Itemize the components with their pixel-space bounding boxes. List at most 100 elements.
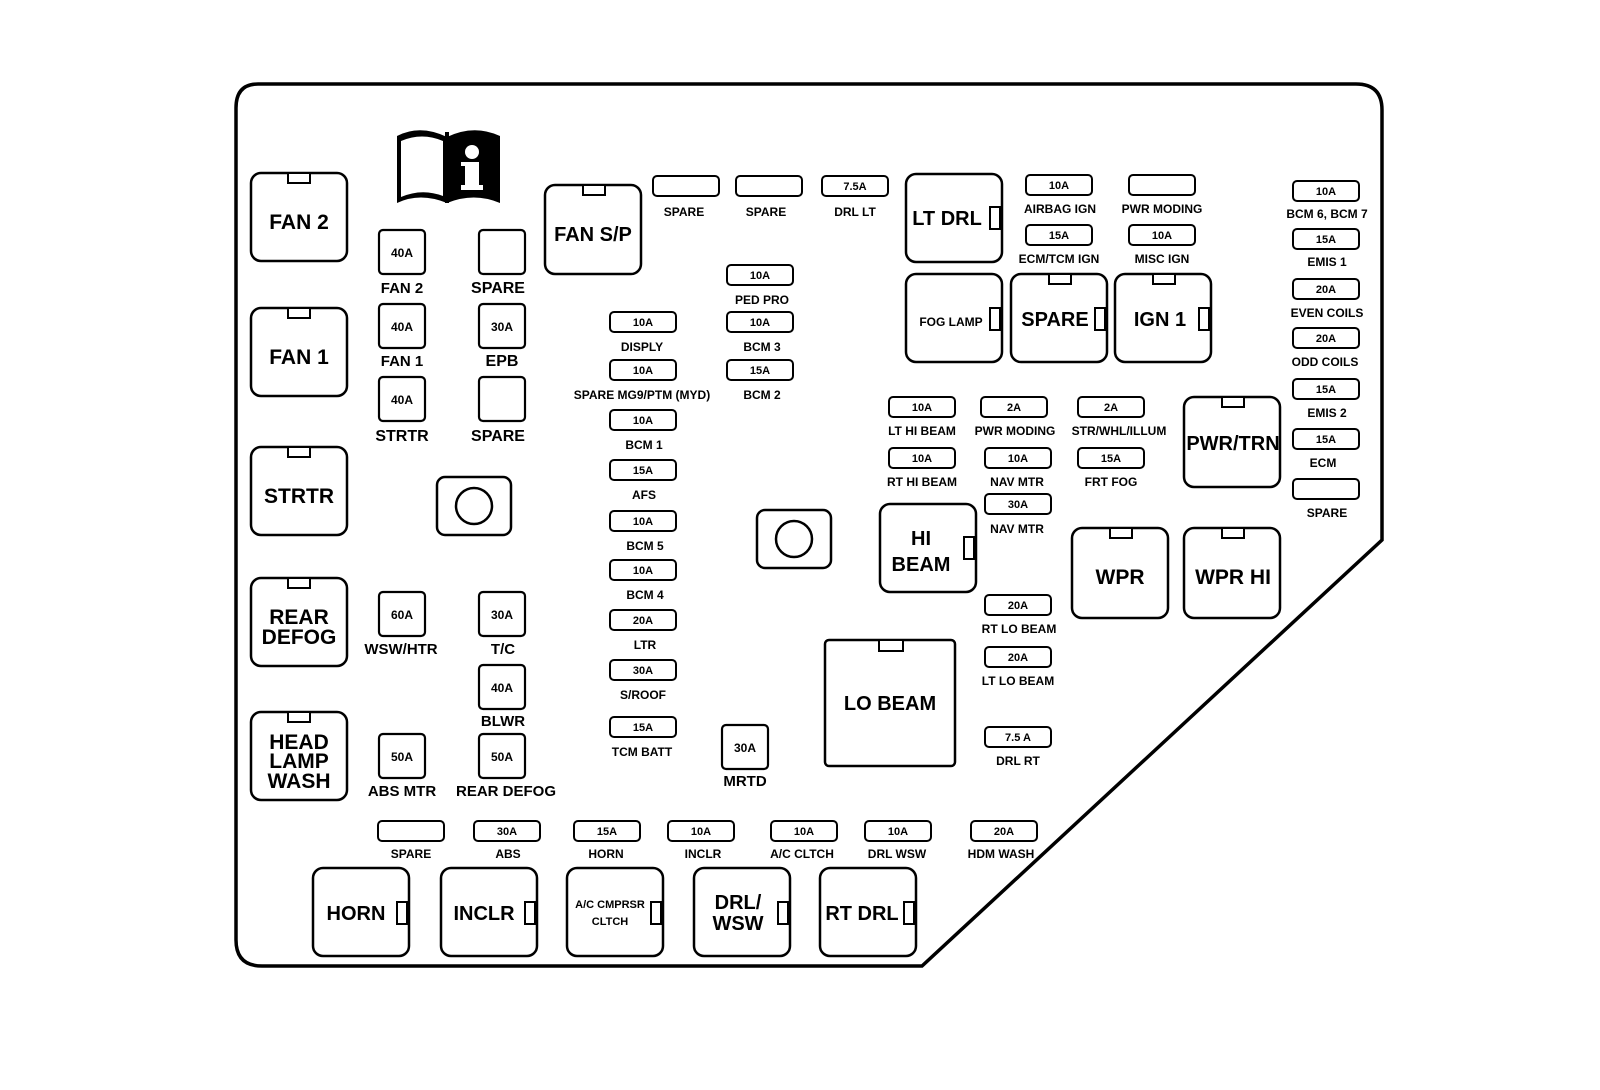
mini-fuse-ped-pro: 10A PED PRO bbox=[726, 264, 794, 307]
fuse-rating: 40A bbox=[391, 393, 413, 407]
fuse-rating: 10A bbox=[633, 317, 653, 329]
fuse-label: BCM 4 bbox=[626, 588, 664, 602]
mini-fuse-bcm-2: 15A BCM 2 bbox=[726, 359, 794, 402]
relay-rt-drl: RT DRL bbox=[818, 866, 918, 958]
relay-wpr: WPR bbox=[1070, 526, 1170, 620]
fuse-label: SPARE MG9/PTM (MYD) bbox=[574, 388, 710, 402]
relay-label: LAMP bbox=[269, 750, 329, 773]
mini-fuse-rt-lo-beam: 20A RT LO BEAM bbox=[982, 594, 1056, 636]
fuse-rating: 10A bbox=[912, 453, 932, 465]
relay-label: CLTCH bbox=[592, 916, 629, 928]
mini-fuse-nav-mtr: 30A NAV MTR bbox=[984, 493, 1052, 536]
cartridge-fuse-mrtd: 30A MRTD bbox=[720, 723, 770, 790]
mini-fuse-bcm-1: 10A BCM 1 bbox=[609, 409, 677, 452]
mini-fuse-spare: SPARE bbox=[1292, 478, 1360, 520]
mini-fuse-lt-hi-beam: 10A LT HI BEAM bbox=[888, 396, 956, 438]
fuse-rating: 7.5A bbox=[843, 181, 866, 193]
mini-fuse-spare-mg9-ptm: 10A SPARE MG9/PTM (MYD) bbox=[574, 359, 710, 402]
relay-label: WSW bbox=[712, 913, 763, 935]
cartridge-fuse-spare: SPARE bbox=[471, 228, 527, 297]
relay-label: STRTR bbox=[264, 485, 334, 508]
fuse-rating: 10A bbox=[633, 516, 653, 528]
fuse-rating: 2A bbox=[1104, 402, 1118, 414]
relay-label: REAR bbox=[269, 606, 329, 629]
fuse-label: STR/WHL/ILLUM bbox=[1072, 424, 1167, 438]
mini-fuse-horn: 15A HORN bbox=[573, 820, 641, 861]
mini-fuse-emis-2: 15A EMIS 2 bbox=[1292, 378, 1360, 420]
fuse-rating: 15A bbox=[633, 722, 653, 734]
fuse-label: BCM 2 bbox=[743, 388, 781, 402]
fuse-rating: 10A bbox=[794, 826, 814, 838]
fuse-rating: 10A bbox=[1049, 180, 1069, 192]
relay-label: FOG LAMP bbox=[919, 315, 982, 329]
fuse-label: BCM 3 bbox=[743, 340, 781, 354]
relay-label: FAN S/P bbox=[554, 224, 632, 246]
mini-fuse-hdm-wash: 20A HDM WASH bbox=[968, 820, 1038, 861]
cartridge-fuse-rear-defog: 50A REAR DEFOG bbox=[456, 732, 556, 800]
mini-fuse-rt-hi-beam: 10A RT HI BEAM bbox=[887, 447, 957, 489]
relay-pwr-trn: PWR/TRN bbox=[1182, 395, 1282, 489]
mini-fuse-str-whl-illum: 2A STR/WHL/ILLUM bbox=[1072, 396, 1167, 438]
mini-fuse-spare: SPARE bbox=[735, 175, 803, 219]
relay-lt-drl: LT DRL bbox=[904, 172, 1004, 264]
fuse-rating: 20A bbox=[1008, 600, 1028, 612]
fuse-rating: 30A bbox=[734, 741, 756, 755]
mini-fuse-sroof: 30A S/ROOF bbox=[609, 659, 677, 702]
fuse-rating: 10A bbox=[750, 317, 770, 329]
fuse-label: T/C bbox=[491, 641, 515, 658]
cartridge-fuse-abs-mtr: 50A ABS MTR bbox=[368, 732, 436, 800]
mini-fuse-bcm-5: 10A BCM 5 bbox=[609, 510, 677, 553]
fuse-rating: 20A bbox=[994, 826, 1014, 838]
mini-fuse-ecm: 15A ECM bbox=[1292, 428, 1360, 470]
mini-fuse-ac-cltch: 10A A/C CLTCH bbox=[770, 820, 838, 861]
fuse-label: INCLR bbox=[685, 847, 722, 861]
fuse-label: AFS bbox=[632, 488, 656, 502]
fuse-label: SPARE bbox=[746, 205, 786, 219]
fuse-rating: 30A bbox=[491, 608, 513, 622]
fuse-label: BLWR bbox=[481, 713, 525, 730]
fuse-rating: 10A bbox=[912, 402, 932, 414]
fuse-label: SPARE bbox=[471, 428, 525, 445]
mini-fuse-emis-1: 15A EMIS 1 bbox=[1292, 228, 1360, 269]
fuse-label: STRTR bbox=[375, 428, 429, 445]
mini-fuse-bcm-6-bcm-7: 10A BCM 6, BCM 7 bbox=[1286, 180, 1368, 221]
fuse-rating: 7.5 A bbox=[1005, 732, 1031, 744]
fuse-label: LT LO BEAM bbox=[982, 674, 1054, 688]
fuse-label: BCM 6, BCM 7 bbox=[1286, 207, 1368, 221]
mini-fuse-pwr-moding: 2A PWR MODING bbox=[975, 396, 1056, 438]
fuse-label: LT HI BEAM bbox=[888, 424, 956, 438]
fuse-label: WSW/HTR bbox=[364, 641, 437, 658]
fuse-label: PWR MODING bbox=[975, 424, 1056, 438]
mini-fuse-abs: 30A ABS bbox=[473, 820, 541, 861]
relay-head-lamp-wash: HEAD LAMP WASH bbox=[249, 710, 349, 802]
fuse-label: S/ROOF bbox=[620, 688, 666, 702]
mini-fuse-spare: SPARE bbox=[377, 820, 445, 861]
fuse-rating: 30A bbox=[497, 826, 517, 838]
mini-fuse-bcm-4: 10A BCM 4 bbox=[609, 559, 677, 602]
mini-fuse-ecm-tcm-ign: 15A ECM/TCM IGN bbox=[1019, 224, 1099, 266]
relay-label: HEAD bbox=[269, 731, 329, 754]
relay-label: IGN 1 bbox=[1134, 309, 1186, 331]
mounting-bolt bbox=[755, 508, 833, 570]
fuse-rating: 15A bbox=[633, 465, 653, 477]
fuse-label: FAN 1 bbox=[381, 353, 424, 370]
mini-fuse-drl-rt: 7.5 A DRL RT bbox=[984, 726, 1052, 768]
fuse-label: DRL LT bbox=[834, 205, 876, 219]
fuse-label: EMIS 1 bbox=[1307, 255, 1347, 269]
relay-fog-lamp: FOG LAMP bbox=[904, 272, 1004, 364]
relay-label: BEAM bbox=[892, 554, 951, 576]
fuse-label: ODD COILS bbox=[1292, 355, 1359, 369]
fuse-rating: 15A bbox=[1049, 230, 1069, 242]
fuse-rating: 20A bbox=[633, 615, 653, 627]
fuse-label: A/C CLTCH bbox=[770, 847, 834, 861]
mounting-bolt bbox=[435, 475, 513, 537]
fuse-label: RT HI BEAM bbox=[887, 475, 957, 489]
fuse-rating: 30A bbox=[1008, 499, 1028, 511]
relay-label: DRL/ bbox=[715, 892, 762, 914]
fuse-rating: 2A bbox=[1007, 402, 1021, 414]
fuse-label: MRTD bbox=[723, 773, 766, 790]
fuse-label: EPB bbox=[486, 353, 519, 370]
mini-fuse-lt-lo-beam: 20A LT LO BEAM bbox=[982, 646, 1054, 688]
fuse-rating: 40A bbox=[391, 246, 413, 260]
fuse-label: HORN bbox=[588, 847, 623, 861]
